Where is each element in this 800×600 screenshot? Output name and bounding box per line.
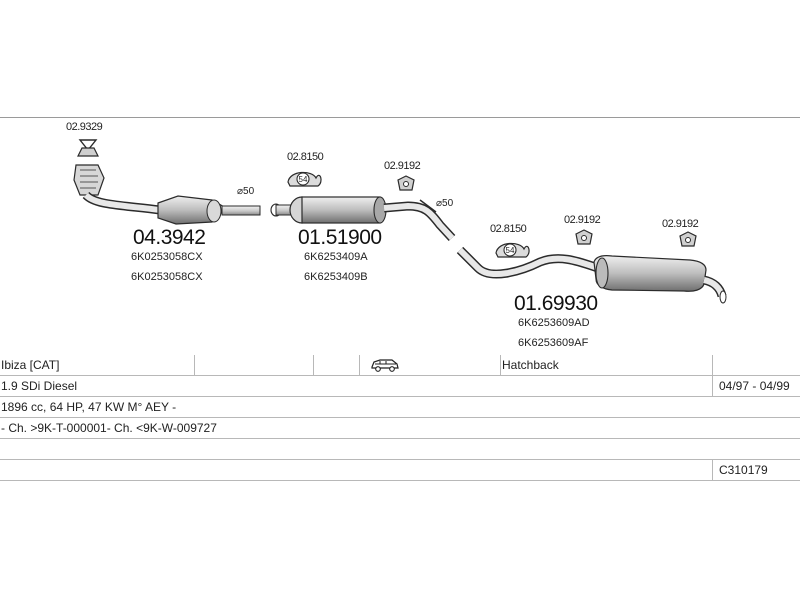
mount-label: 54 xyxy=(506,246,515,255)
rubber-mount-icon xyxy=(287,171,322,187)
clamp-icon xyxy=(679,231,697,247)
rubber-mount-icon xyxy=(495,242,530,258)
clamp-ref: 02.9192 xyxy=(662,218,699,230)
exhaust-drawing: 54 54 xyxy=(73,139,727,304)
middle-silencer xyxy=(270,196,456,242)
empty-cell xyxy=(0,459,713,481)
empty-cell xyxy=(0,438,800,460)
empty-cell xyxy=(712,355,800,376)
model-cell: Ibiza [CAT] xyxy=(0,355,195,376)
oem-number: 6K0253058CX xyxy=(131,271,203,283)
rear-silencer xyxy=(456,246,727,304)
top-frame-line xyxy=(0,117,800,118)
pipe-diameter: ⌀50 xyxy=(237,186,255,197)
clamp-bolt xyxy=(419,199,437,213)
table-row: - Ch. >9K-T-000001- Ch. <9K-W-009727 xyxy=(0,417,800,439)
specs-cell: 1896 cc, 64 HP, 47 KW M° AEY - xyxy=(0,396,800,418)
table-row xyxy=(0,438,800,460)
mount-ref: 02.8150 xyxy=(287,151,324,163)
chassis-cell: - Ch. >9K-T-000001- Ch. <9K-W-009727 xyxy=(0,417,800,439)
vehicle-info-table: Ibiza [CAT] Hatchback 1.9 SDi Diesel 04/… xyxy=(0,355,800,481)
part-number: 04.3942 xyxy=(133,226,206,249)
oem-number: 6K6253609AD xyxy=(518,317,590,329)
car-side-icon xyxy=(371,359,399,373)
table-row: Ibiza [CAT] Hatchback xyxy=(0,355,800,376)
oem-number: 6K6253609AF xyxy=(518,337,589,349)
clamp-icon xyxy=(77,139,99,157)
mount-ref: 02.8150 xyxy=(490,223,527,235)
engine-cell: 1.9 SDi Diesel xyxy=(0,375,713,397)
oem-number: 6K6253409B xyxy=(304,271,368,283)
clamp-icon xyxy=(397,175,415,191)
front-pipe-with-catalyst xyxy=(73,164,261,225)
oem-number: 6K0253058CX xyxy=(131,251,203,263)
body-icon-cell xyxy=(359,355,501,376)
part-number: 01.69930 xyxy=(514,292,598,315)
clamp-ref: 02.9329 xyxy=(66,121,103,133)
clamp-icon xyxy=(575,229,593,245)
empty-cell xyxy=(313,355,360,376)
pipe-diameter: ⌀50 xyxy=(436,198,454,209)
body-type-cell: Hatchback xyxy=(500,355,713,376)
mount-label: 54 xyxy=(299,175,308,184)
table-row: 1.9 SDi Diesel 04/97 - 04/99 xyxy=(0,375,800,397)
table-row: 1896 cc, 64 HP, 47 KW M° AEY - xyxy=(0,396,800,418)
period-cell: 04/97 - 04/99 xyxy=(712,375,800,397)
empty-cell xyxy=(194,355,314,376)
code-cell: C310179 xyxy=(712,459,800,481)
part-number: 01.51900 xyxy=(298,226,382,249)
clamp-ref: 02.9192 xyxy=(384,160,421,172)
clamp-ref: 02.9192 xyxy=(564,214,601,226)
table-row: C310179 xyxy=(0,459,800,481)
oem-number: 6K6253409A xyxy=(304,251,368,263)
